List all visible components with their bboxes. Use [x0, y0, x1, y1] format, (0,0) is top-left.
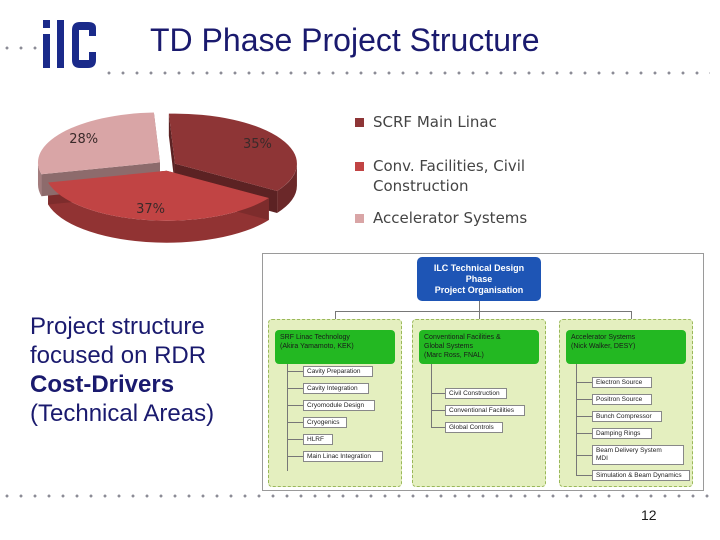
pie-slice — [48, 170, 269, 221]
org-item: Main Linac Integration — [303, 451, 383, 462]
org-head-cfs-line-3: (Marc Ross, FNAL) — [424, 352, 484, 359]
org-connector — [287, 456, 303, 457]
org-item: Cryomodule Design — [303, 400, 375, 411]
org-head-srf: SRF Linac Technology (Akira Yamamoto, KE… — [275, 330, 395, 364]
pie-slice-label: 35% — [243, 137, 272, 152]
org-head-srf-line-1: SRF Linac Technology — [280, 334, 350, 341]
org-item: Bunch Compressor — [592, 411, 662, 422]
pie-slice-label: 28% — [69, 132, 98, 147]
legend-item-conv: Conv. Facilities, Civil Construction — [355, 156, 555, 196]
header-dot-divider — [102, 71, 710, 75]
page-number: 12 — [641, 507, 657, 523]
org-connector — [431, 410, 445, 411]
org-item: Civil Construction — [445, 388, 507, 399]
org-connector — [287, 439, 303, 440]
org-head-cfs-line-1: Conventional Facilities & — [424, 334, 501, 341]
org-top-box: ILC Technical Design Phase Project Organ… — [417, 257, 541, 301]
pie-slice-side — [37, 162, 42, 197]
legend-label-acc: Accelerator Systems — [373, 209, 528, 227]
org-item-bds-line-2: MDI — [596, 455, 608, 462]
org-column-cfs: Conventional Facilities & Global Systems… — [412, 319, 546, 487]
org-top-line-2: Phase — [465, 273, 493, 284]
org-connector — [576, 416, 592, 417]
ilc-logo: ilc — [38, 14, 96, 68]
org-connector — [576, 475, 592, 476]
org-head-cfs-line-2: Global Systems — [424, 343, 474, 350]
footer-dot-divider — [0, 494, 712, 498]
legend-label-scrf: SCRF Main Linac — [373, 113, 497, 131]
org-connector — [576, 364, 577, 476]
slide-title: TD Phase Project Structure — [150, 22, 540, 58]
org-connector — [431, 393, 445, 394]
org-connector — [576, 399, 592, 400]
body-line-4: (Technical Areas) — [30, 400, 215, 427]
legend-swatch-acc — [355, 214, 364, 223]
legend-swatch-scrf — [355, 118, 364, 127]
org-item: Global Controls — [445, 422, 503, 433]
org-connector — [287, 364, 288, 471]
org-chart: ILC Technical Design Phase Project Organ… — [262, 253, 704, 491]
org-item: Cavity Integration — [303, 383, 369, 394]
org-connector — [287, 371, 303, 372]
org-item: Conventional Facilities — [445, 405, 525, 416]
org-connector — [287, 405, 303, 406]
org-connector — [335, 311, 631, 312]
org-top-line-3: Project Organisation — [434, 284, 524, 295]
org-item-bds-line-1: Beam Delivery System — [596, 447, 662, 454]
org-column-srf: SRF Linac Technology (Akira Yamamoto, KE… — [268, 319, 402, 487]
org-head-cfs: Conventional Facilities & Global Systems… — [419, 330, 539, 364]
org-connector — [431, 364, 432, 428]
org-column-acc: Accelerator Systems (Nick Walker, DESY) … — [559, 319, 693, 487]
legend-label-conv-2: Construction — [373, 177, 469, 195]
legend-item-scrf: SCRF Main Linac — [355, 112, 555, 132]
legend-item-acc: Accelerator Systems — [355, 208, 555, 228]
org-item: Simulation & Beam Dynamics — [592, 470, 690, 481]
org-top-line-1: ILC Technical Design — [433, 262, 525, 273]
org-connector — [479, 301, 480, 311]
legend-label-conv-1: Conv. Facilities, Civil — [373, 157, 526, 175]
org-connector — [576, 433, 592, 434]
chart-legend: SCRF Main Linac Conv. Facilities, Civil … — [355, 112, 555, 240]
org-item: HLRF — [303, 434, 333, 445]
org-connector — [576, 455, 592, 456]
pie-chart: 35% 37% 28% — [37, 112, 297, 243]
org-head-acc-line-2: (Nick Walker, DESY) — [571, 343, 636, 350]
body-line-3: Cost-Drivers — [30, 370, 214, 399]
org-item-bds: Beam Delivery System MDI — [592, 445, 684, 465]
legend-swatch-conv — [355, 162, 364, 171]
org-item: Electron Source — [592, 377, 652, 388]
org-item: Cavity Preparation — [303, 366, 373, 377]
cost-drivers-text: Cost-Drivers — [30, 371, 175, 398]
org-connector — [576, 382, 592, 383]
org-item: Damping Rings — [592, 428, 652, 439]
org-connector — [287, 422, 303, 423]
body-line-1: Project structure — [30, 313, 205, 340]
pie-slice — [37, 112, 160, 175]
org-head-acc: Accelerator Systems (Nick Walker, DESY) — [566, 330, 686, 364]
org-item: Positron Source — [592, 394, 652, 405]
pie-slice-label: 37% — [136, 202, 165, 217]
header-dot-divider-left — [0, 46, 40, 50]
body-text: Project structure focused on RDR Cost-Dr… — [30, 312, 214, 428]
logo-text: ilc — [38, 14, 39, 15]
org-head-acc-line-1: Accelerator Systems — [571, 334, 636, 341]
pie-slice-side — [277, 163, 297, 213]
org-head-srf-line-2: (Akira Yamamoto, KEK) — [280, 343, 354, 350]
body-line-2: focused on RDR — [30, 342, 207, 369]
org-item: Cryogenics — [303, 417, 347, 428]
pie-slice-wall — [168, 113, 175, 186]
pie-slice-side — [48, 182, 269, 243]
pie-slice — [168, 113, 297, 191]
org-connector — [431, 427, 445, 428]
org-connector — [287, 388, 303, 389]
